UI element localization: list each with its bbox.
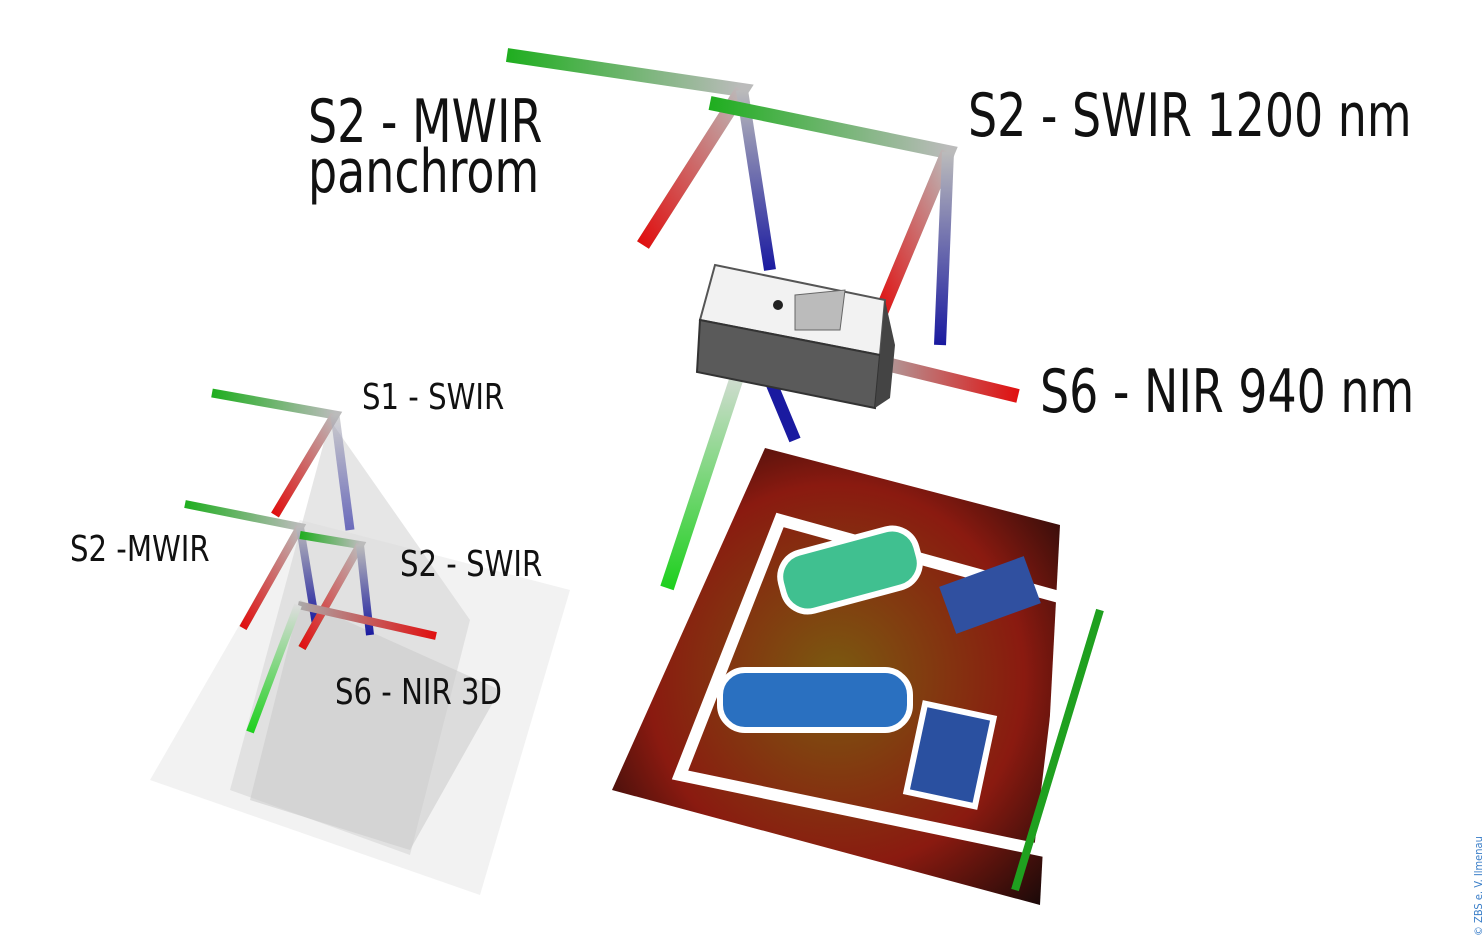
large-axes [505, 48, 1020, 591]
copyright-notice: © ZBS e. V. Ilmenau [1472, 836, 1484, 936]
small-axes [184, 388, 437, 734]
label-s2-swir-1200: S2 - SWIR 1200 nm [968, 81, 1412, 151]
field-of-view-frustums [150, 420, 570, 895]
label-s2-mwir-panchrom: panchrom [308, 137, 540, 207]
label-s2-mwir: S2 - MWIR [308, 87, 543, 157]
sensor-housing [695, 263, 895, 410]
label-s2-swir-small: S2 - SWIR [400, 544, 543, 585]
label-s6-nir-3d: S6 - NIR 3D [335, 672, 502, 713]
point-cloud-scan [612, 448, 1104, 905]
label-s2-mwir-small: S2 -MWIR [70, 529, 210, 570]
label-s1-swir: S1 - SWIR [362, 377, 505, 418]
label-s6-nir-940: S6 - NIR 940 nm [1040, 357, 1415, 427]
